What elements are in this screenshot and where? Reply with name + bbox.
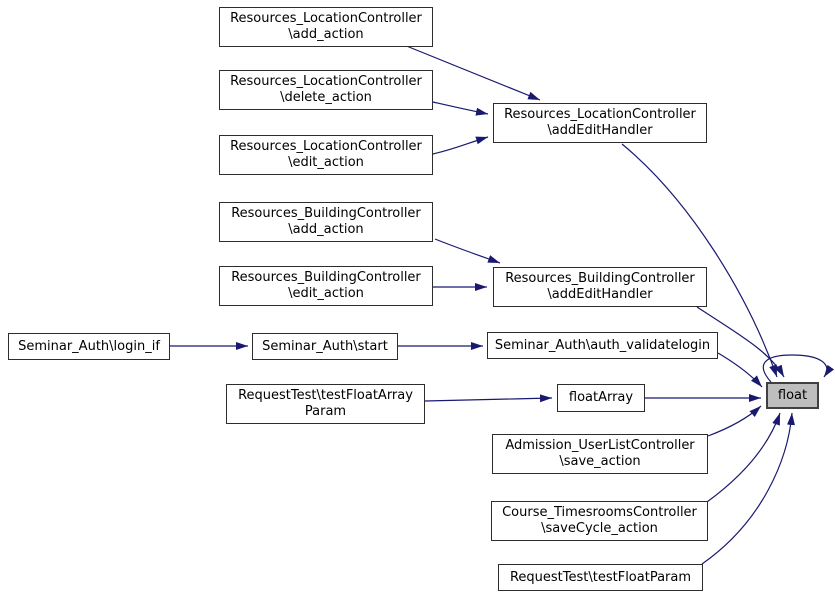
- edge-loc-edit-to-loc-addedithandler: [432, 136, 489, 155]
- edge-float-self-loop: [762, 354, 835, 383]
- node-resources-buildingcontroller-add-action[interactable]: Resources_BuildingController \add_action: [219, 202, 433, 242]
- node-seminar-auth-start[interactable]: Seminar_Auth\start: [252, 333, 398, 360]
- node-course-timesroomscontroller-savecycle-action[interactable]: Course_TimesroomsController \saveCycle_a…: [491, 501, 708, 541]
- node-requesttest-testfloatarrayparam[interactable]: RequestTest\testFloatArray Param: [226, 384, 425, 424]
- edge-testfloatparam-to-float: [701, 412, 795, 565]
- node-admission-userlistcontroller-save-action[interactable]: Admission_UserListController \save_actio…: [492, 434, 708, 474]
- node-floatarray[interactable]: floatArray: [557, 384, 645, 412]
- edge-validatelogin-to-float: [717, 352, 763, 388]
- edge-savecycle-action-to-float: [706, 412, 781, 503]
- node-resources-locationcontroller-delete-action[interactable]: Resources_LocationController \delete_act…: [219, 70, 433, 110]
- node-seminar-auth-login-if[interactable]: Seminar_Auth\login_if: [8, 333, 170, 360]
- node-resources-locationcontroller-addedithandler[interactable]: Resources_LocationController \addEditHan…: [493, 103, 707, 143]
- edge-bld-addedithandler-to-float: [696, 306, 785, 378]
- edge-testfloatarrayparam-to-floatarray: [424, 394, 553, 403]
- edge-save-action-to-float: [707, 405, 762, 437]
- node-seminar-auth-validatelogin[interactable]: Seminar_Auth\auth_validatelogin: [487, 332, 718, 359]
- edge-loc-addedithandler-to-float: [621, 143, 778, 378]
- node-resources-locationcontroller-add-action[interactable]: Resources_LocationController \add_action: [219, 7, 433, 47]
- node-resources-locationcontroller-edit-action[interactable]: Resources_LocationController \edit_actio…: [219, 135, 433, 175]
- edge-bld-add-to-bld-addedithandler: [434, 238, 501, 264]
- node-float-highlighted[interactable]: float: [766, 382, 819, 409]
- node-requesttest-testfloatparam[interactable]: RequestTest\testFloatParam: [498, 564, 703, 591]
- edge-loc-add-to-loc-addedithandler: [403, 44, 541, 101]
- node-resources-buildingcontroller-edit-action[interactable]: Resources_BuildingController \edit_actio…: [219, 266, 433, 306]
- node-resources-buildingcontroller-addedithandler[interactable]: Resources_BuildingController \addEditHan…: [493, 267, 707, 307]
- edge-loc-delete-to-loc-addedithandler: [432, 101, 489, 116]
